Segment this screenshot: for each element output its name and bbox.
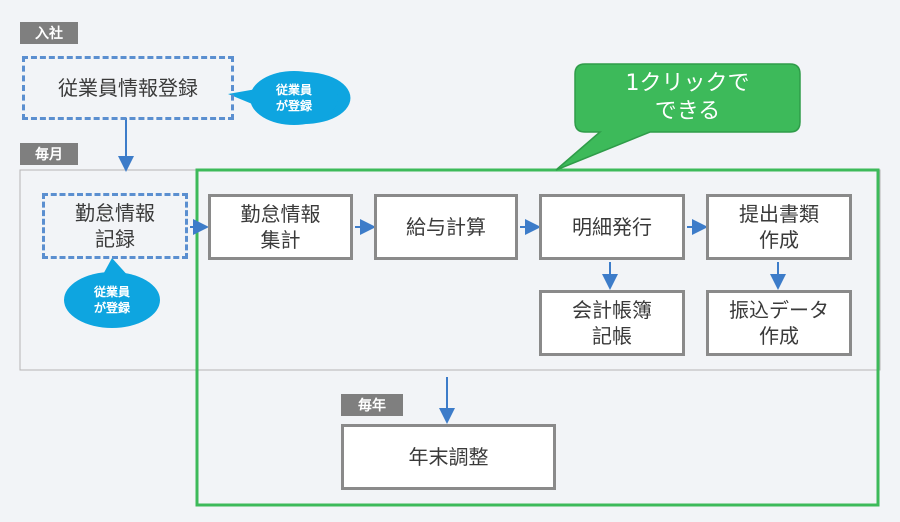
bubble-employee-registers-2: 従業員 が登録 [93, 285, 130, 315]
tag-mainen: 毎年 [341, 394, 403, 416]
bubble-employee-registers-1: 従業員 が登録 [275, 83, 312, 113]
node-attendance-record: 勤怠情報 記録 [42, 193, 188, 259]
node-payroll: 給与計算 [374, 194, 518, 260]
node-employee-info: 従業員情報登録 [22, 56, 234, 120]
node-attendance-total: 勤怠情報 集計 [208, 194, 353, 260]
node-year-end: 年末調整 [341, 424, 556, 490]
node-documents: 提出書類 作成 [706, 194, 852, 260]
tag-nyusha: 入社 [20, 22, 78, 44]
node-ledger: 会計帳簿 記帳 [539, 290, 685, 356]
node-payslip: 明細発行 [539, 194, 685, 260]
callout-one-click-text: 1クリックで できる [625, 71, 750, 124]
node-transfer-data: 振込データ 作成 [706, 290, 852, 356]
tag-maitsuki: 毎月 [20, 143, 78, 165]
